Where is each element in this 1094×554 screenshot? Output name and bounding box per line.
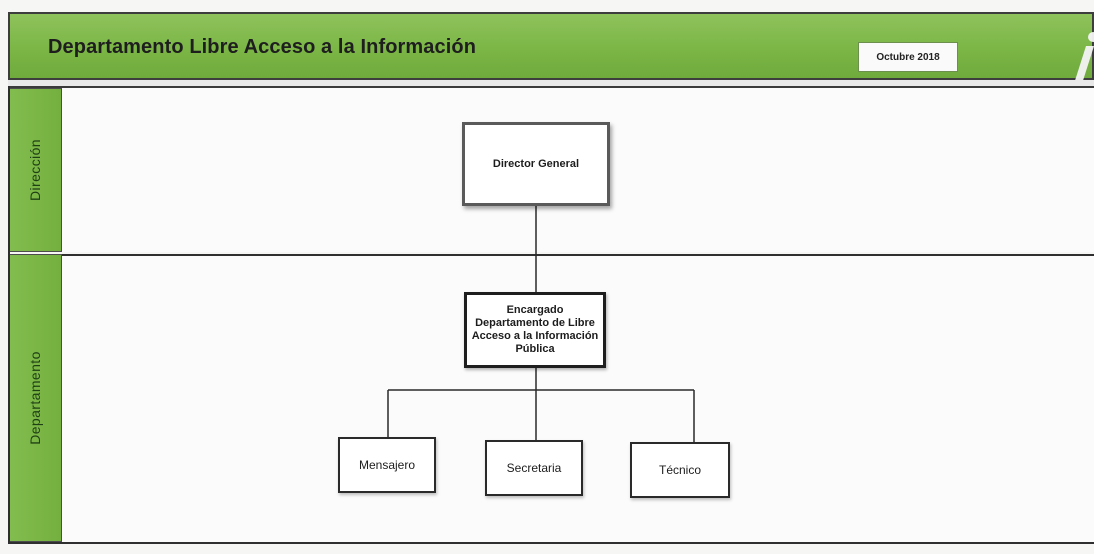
frame-bottom-line (8, 542, 1094, 544)
node-secretaria: Secretaria (485, 440, 583, 496)
node-tecnico: Técnico (630, 442, 730, 498)
date-badge: Octubre 2018 (858, 42, 958, 72)
page-title: Departamento Libre Acceso a la Informaci… (48, 36, 477, 58)
lane-divider (62, 254, 1094, 256)
node-encargado-departamento: Encargado Departamento de Libre Acceso a… (464, 292, 606, 368)
frame-left-line (8, 86, 10, 544)
lane-label-direccion: Dirección (8, 88, 62, 252)
node-mensajero: Mensajero (338, 437, 436, 493)
lane-label-departamento: Departamento (8, 254, 62, 542)
lane-label-text: Departamento (27, 351, 43, 445)
lane-label-text: Dirección (27, 139, 43, 201)
header-divider (8, 80, 1094, 88)
node-director-general: Director General (462, 122, 610, 206)
